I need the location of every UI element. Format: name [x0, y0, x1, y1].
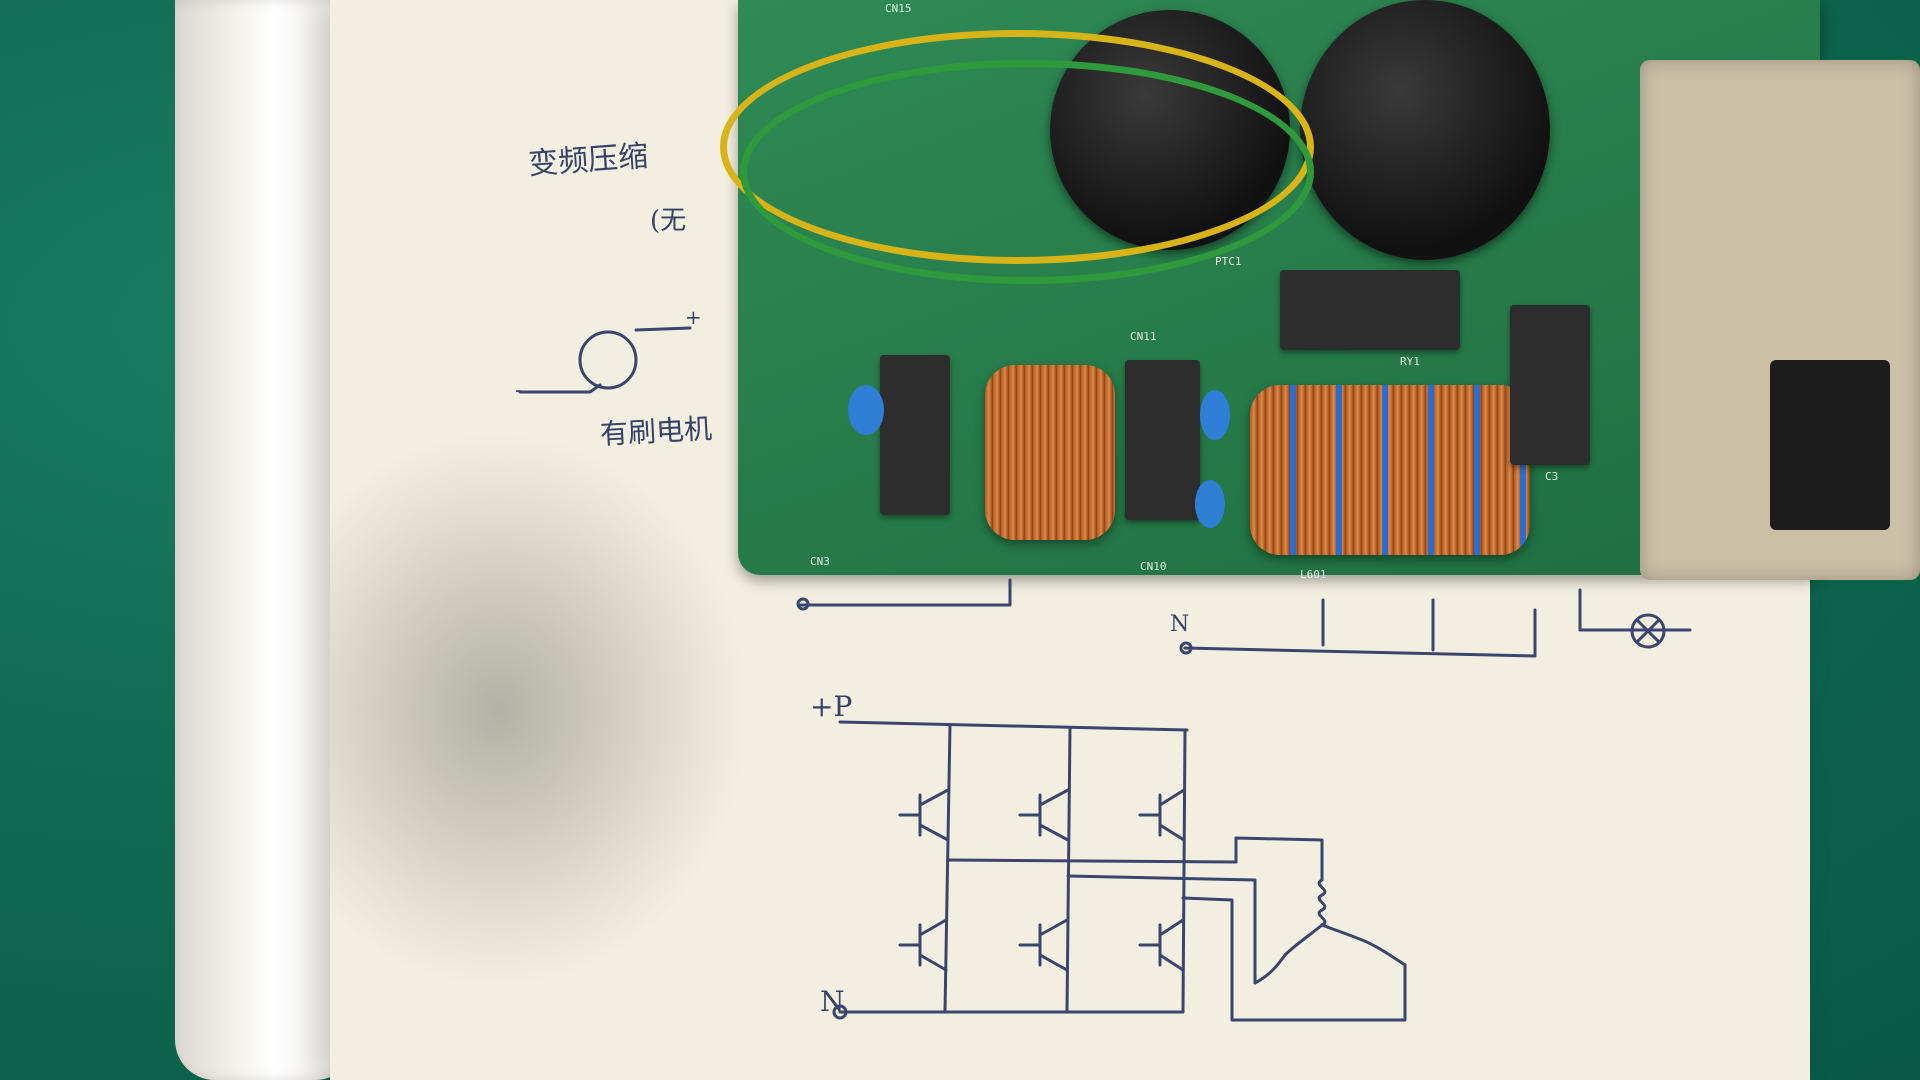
- x-capacitor-1: [880, 355, 950, 515]
- x-capacitor-2: [1125, 360, 1200, 520]
- winding-2: [1253, 923, 1324, 985]
- phase-u: [946, 836, 1324, 882]
- bus-plus: [838, 720, 1189, 732]
- node-n-label: N: [1170, 612, 1190, 637]
- silk-label: CN11: [1130, 330, 1157, 343]
- silk-label: CN3: [810, 555, 830, 568]
- terminal-n: [1179, 641, 1193, 655]
- leg-1: [943, 723, 952, 1014]
- schematic-p-label: +P: [810, 690, 853, 723]
- silk-label: L601: [1300, 568, 1327, 581]
- igbt-6: [1138, 918, 1185, 972]
- igbt-3: [1138, 788, 1186, 842]
- lamp-x: [1636, 619, 1660, 643]
- green-wire-loop: [740, 60, 1314, 284]
- leg-2: [1065, 726, 1072, 1014]
- motor-lead-minus: [518, 383, 602, 394]
- hand-shadow: [330, 430, 750, 990]
- paper-roll: [175, 0, 355, 1080]
- silk-label: RY1: [1400, 355, 1420, 368]
- y-capacitor-3: [1195, 480, 1225, 528]
- handwritten-note-paren: (无: [650, 206, 687, 236]
- leg-3: [1181, 728, 1187, 1014]
- y-capacitor-2: [1200, 390, 1230, 440]
- winding-3: [1320, 923, 1407, 967]
- terminal-left: [796, 597, 810, 611]
- winding-1: [1317, 878, 1327, 927]
- electrolytic-capacitor-right: [1300, 0, 1550, 260]
- phase-v: [1066, 874, 1257, 985]
- motor-lead-plus: [634, 326, 692, 332]
- silk-label: C3: [1545, 470, 1559, 483]
- wire-left: [798, 578, 1012, 607]
- silk-label: CN10: [1140, 560, 1167, 573]
- igbt-4: [898, 918, 948, 972]
- silk-label: PTC1: [1215, 255, 1242, 268]
- minus-label: -: [515, 378, 523, 403]
- bridge-rectifier: [1770, 360, 1890, 530]
- x-capacitor-3: [1510, 305, 1590, 465]
- phase-w: [1181, 896, 1407, 1022]
- common-mode-choke: [985, 365, 1115, 540]
- relay: [1280, 270, 1460, 350]
- igbt-2: [1018, 788, 1070, 842]
- y-capacitor-1: [848, 385, 884, 435]
- wire-right: [1578, 588, 1692, 632]
- pfc-inductor: [1250, 385, 1530, 555]
- igbt-5: [1018, 918, 1069, 972]
- motor-symbol: [578, 330, 638, 390]
- lamp-symbol: [1630, 613, 1666, 649]
- terminal-minus: [832, 1004, 848, 1020]
- igbt-1: [898, 788, 950, 842]
- wire-n-bus: [1183, 608, 1537, 658]
- plus-label: +: [685, 305, 702, 329]
- silk-label: CN15: [885, 2, 912, 15]
